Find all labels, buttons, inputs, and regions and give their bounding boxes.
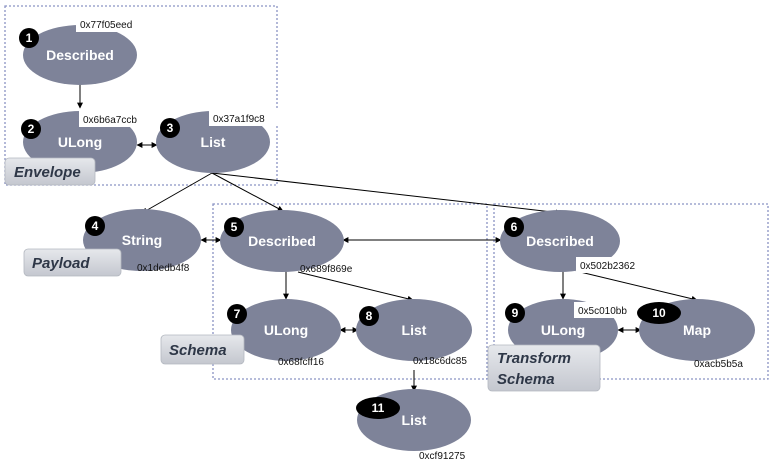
badge-circle (160, 118, 180, 138)
node-shape (231, 299, 341, 361)
payload-label: Payload (23, 248, 122, 277)
node-address: 0xcf91275 (419, 451, 466, 462)
node-address: 0x502b2362 (580, 261, 635, 272)
badge-circle (85, 216, 105, 236)
node-address: 0xacb5b5a (694, 359, 743, 370)
node-address: 0x5c010bb (578, 306, 627, 317)
svg-text:Envelope: Envelope (14, 164, 81, 181)
node-label: Map (683, 322, 711, 338)
node-label: ULong (541, 322, 585, 338)
node-address: 0x1dedb4f8 (137, 263, 190, 274)
svg-text:Schema: Schema (497, 371, 555, 388)
badge-circle (19, 28, 39, 48)
node-shape (356, 299, 472, 361)
badge-circle (504, 217, 524, 237)
badge-number: 10 (652, 306, 666, 320)
envelope-group-border (4, 5, 278, 186)
node-label: String (122, 232, 162, 248)
edge-6-to-10 (575, 270, 698, 302)
badge-circle (21, 119, 41, 139)
node-shape (23, 25, 137, 85)
node-11[interactable]: List 11 0xcf91275 (356, 389, 471, 462)
badge-circle (359, 306, 379, 326)
transform-schema-label: Transform Schema (487, 344, 601, 392)
node-1[interactable]: Described 1 0x77f05eed (19, 16, 146, 85)
badge-number: 3 (167, 121, 174, 135)
address-notch (76, 16, 146, 32)
badge-number: 6 (511, 220, 518, 234)
node-label: List (201, 134, 226, 150)
badge-number: 1 (26, 31, 33, 45)
node-label: Described (46, 47, 114, 63)
node-6[interactable]: Described 6 0x502b2362 (500, 210, 646, 273)
node-label: Described (248, 233, 316, 249)
node-5[interactable]: Described 5 0x689f869e (220, 210, 353, 275)
badge-circle (505, 303, 525, 323)
svg-text:Payload: Payload (32, 255, 90, 272)
address-notch (576, 257, 646, 273)
badge-number: 11 (372, 401, 385, 415)
badge-number: 2 (28, 122, 35, 136)
transform-schema-group-border (493, 203, 769, 380)
node-label: Described (526, 233, 594, 249)
badge-circle (224, 217, 244, 237)
svg-text:Schema: Schema (169, 342, 227, 359)
badge-number: 8 (366, 309, 373, 323)
node-label: ULong (58, 134, 102, 150)
badge-circle (227, 304, 247, 324)
node-address: 0x68fcff16 (278, 357, 324, 368)
node-2[interactable]: ULong 2 0x6b6a7ccb (21, 111, 149, 173)
envelope-label: Envelope (4, 157, 96, 186)
address-notch (79, 111, 149, 127)
node-shape (156, 111, 270, 173)
node-7[interactable]: ULong 7 0x68fcff16 (227, 299, 341, 368)
node-address: 0x6b6a7ccb (83, 115, 137, 126)
badge-number: 9 (512, 306, 519, 320)
node-10[interactable]: Map 10 0xacb5b5a (637, 299, 755, 370)
edges (77, 85, 698, 392)
badge-number: 5 (231, 220, 238, 234)
node-3[interactable]: List 3 0x37a1f9c8 (156, 110, 279, 173)
edge-5-to-8 (297, 271, 414, 302)
node-shape (220, 210, 344, 272)
schema-group-border (212, 203, 488, 380)
edge-3-to-5 (211, 172, 284, 212)
node-8[interactable]: List 8 0x18c6dc85 (356, 299, 472, 367)
badge-number: 7 (234, 307, 241, 321)
address-notch (209, 110, 279, 126)
nodes: Described10x77f05eedULong20x6b6a7ccbList… (19, 16, 755, 462)
schema-label: Schema (160, 334, 245, 365)
node-address: 0x689f869e (300, 264, 353, 275)
edge-3-to-6 (211, 172, 562, 216)
node-label: ULong (264, 322, 308, 338)
badge-number: 4 (92, 219, 99, 233)
node-address: 0x37a1f9c8 (213, 114, 265, 125)
node-shape (500, 210, 620, 272)
node-address: 0x77f05eed (80, 20, 132, 31)
node-label: List (402, 322, 427, 338)
node-label: List (402, 412, 427, 428)
address-notch (574, 302, 644, 318)
badge-circle (637, 302, 681, 324)
edge-3-to-4 (141, 172, 213, 214)
badge-circle (356, 397, 400, 419)
node-address: 0x18c6dc85 (413, 356, 467, 367)
svg-text:Transform: Transform (497, 350, 571, 367)
